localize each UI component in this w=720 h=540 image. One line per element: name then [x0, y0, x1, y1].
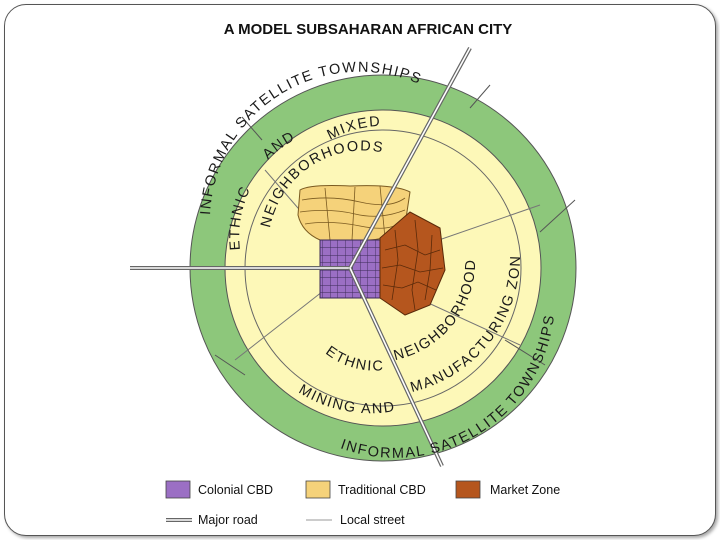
sector-divider	[469, 84, 491, 109]
legend-swatch-colonial-cbd	[165, 480, 191, 499]
legend-swatch-traditional-cbd	[305, 480, 331, 499]
legend-label-traditional-cbd: Traditional CBD	[338, 483, 426, 497]
legend-label-major-road: Major road	[198, 513, 258, 527]
legend: Colonial CBD Traditional CBD Market Zone…	[165, 480, 560, 527]
sector-divider	[539, 199, 576, 233]
diagram-title: A MODEL SUBSAHARAN AFRICAN CITY	[224, 21, 513, 38]
legend-label-colonial-cbd: Colonial CBD	[198, 483, 273, 497]
sector-divider	[214, 354, 246, 376]
market-zone-area	[379, 211, 446, 316]
legend-swatch-market-zone	[455, 480, 481, 499]
legend-label-local-street: Local street	[340, 513, 405, 527]
sector-divider	[241, 116, 263, 141]
legend-label-market-zone: Market Zone	[490, 483, 560, 497]
market-zone-lines	[381, 219, 444, 311]
major-road	[130, 47, 472, 467]
sector-divider	[504, 339, 546, 366]
